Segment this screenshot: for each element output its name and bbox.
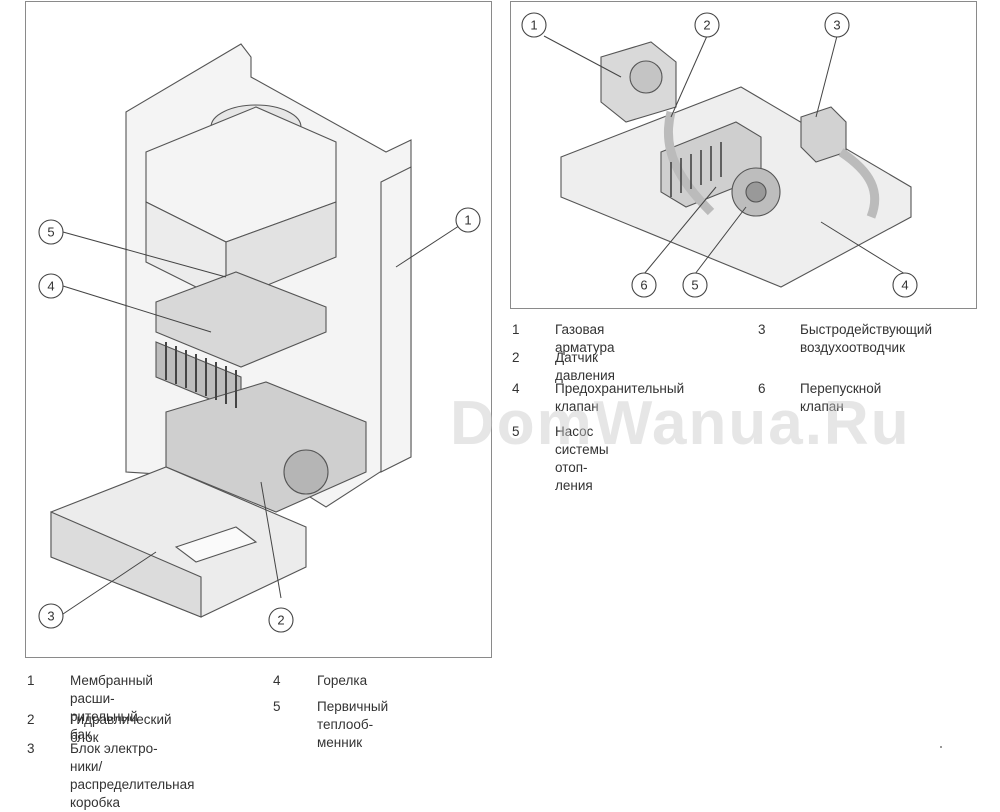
legend-number: 6: [758, 381, 766, 396]
svg-text:1: 1: [464, 213, 471, 228]
legend-text-safety-valve: Предохранительный клапан: [555, 381, 685, 414]
legend-number: 3: [758, 322, 766, 337]
svg-text:6: 6: [640, 278, 647, 293]
legend-number: 5: [512, 424, 520, 439]
svg-text:3: 3: [833, 18, 840, 33]
legend-text-pressure-sensor: Датчик давления: [555, 350, 615, 383]
legend-number: 2: [27, 712, 35, 727]
legend-number: 4: [273, 673, 281, 688]
callout-5: 5: [38, 219, 64, 245]
boiler-diagram-panel: 1 2 3 4 5: [25, 1, 492, 658]
legend-number: 4: [512, 381, 520, 396]
callout-4: 4: [38, 273, 64, 299]
stray-dot: [940, 746, 942, 748]
svg-text:2: 2: [703, 18, 710, 33]
svg-text:4: 4: [901, 278, 908, 293]
svg-text:5: 5: [691, 278, 698, 293]
svg-text:5: 5: [47, 225, 54, 240]
callout-1: 1: [521, 12, 547, 38]
legend-text-burner: Горелка: [317, 673, 368, 688]
svg-text:1: 1: [530, 18, 537, 33]
svg-text:4: 4: [47, 279, 54, 294]
hydraulic-block-diagram-panel: 1 2 3 4 5 6: [510, 1, 977, 309]
legend-number: 1: [512, 322, 520, 337]
legend-text-expansion-tank: Мембранный расши- рительный бак: [70, 673, 153, 742]
legend-text-gas-valve: Газовая арматура: [555, 322, 615, 355]
legend-text-pump: Насос системы отоп- ления: [555, 424, 609, 493]
boiler-illustration: 1 2 3 4 5: [38, 43, 481, 633]
watermark: DomWanua.Ru: [450, 389, 911, 458]
callout-2: 2: [268, 607, 294, 633]
legend-text-hydraulic-block: Гидравлический блок: [70, 712, 172, 745]
legend-text-air-vent: Быстродействующий воздухоотводчик: [800, 322, 933, 355]
callout-2: 2: [694, 12, 720, 38]
legend-text-electronics-box: Блок электро- ники/распределительная кор…: [70, 741, 195, 810]
hydraulic-block-illustration: 1 2 3 4 5 6: [521, 12, 918, 298]
legend-text-bypass-valve: Перепускной клапан: [800, 381, 882, 414]
callout-5: 5: [682, 272, 708, 298]
legend-number: 1: [27, 673, 35, 688]
legend-number: 2: [512, 350, 520, 365]
svg-text:2: 2: [277, 613, 284, 628]
callout-6: 6: [631, 272, 657, 298]
callout-1: 1: [455, 207, 481, 233]
callout-3: 3: [38, 603, 64, 629]
legend-number: 3: [27, 741, 35, 756]
callout-4: 4: [892, 272, 918, 298]
legend-number: 5: [273, 699, 281, 714]
callout-3: 3: [824, 12, 850, 38]
svg-text:3: 3: [47, 609, 54, 624]
legend-text-heat-exchanger: Первичный теплооб- менник: [317, 699, 389, 750]
